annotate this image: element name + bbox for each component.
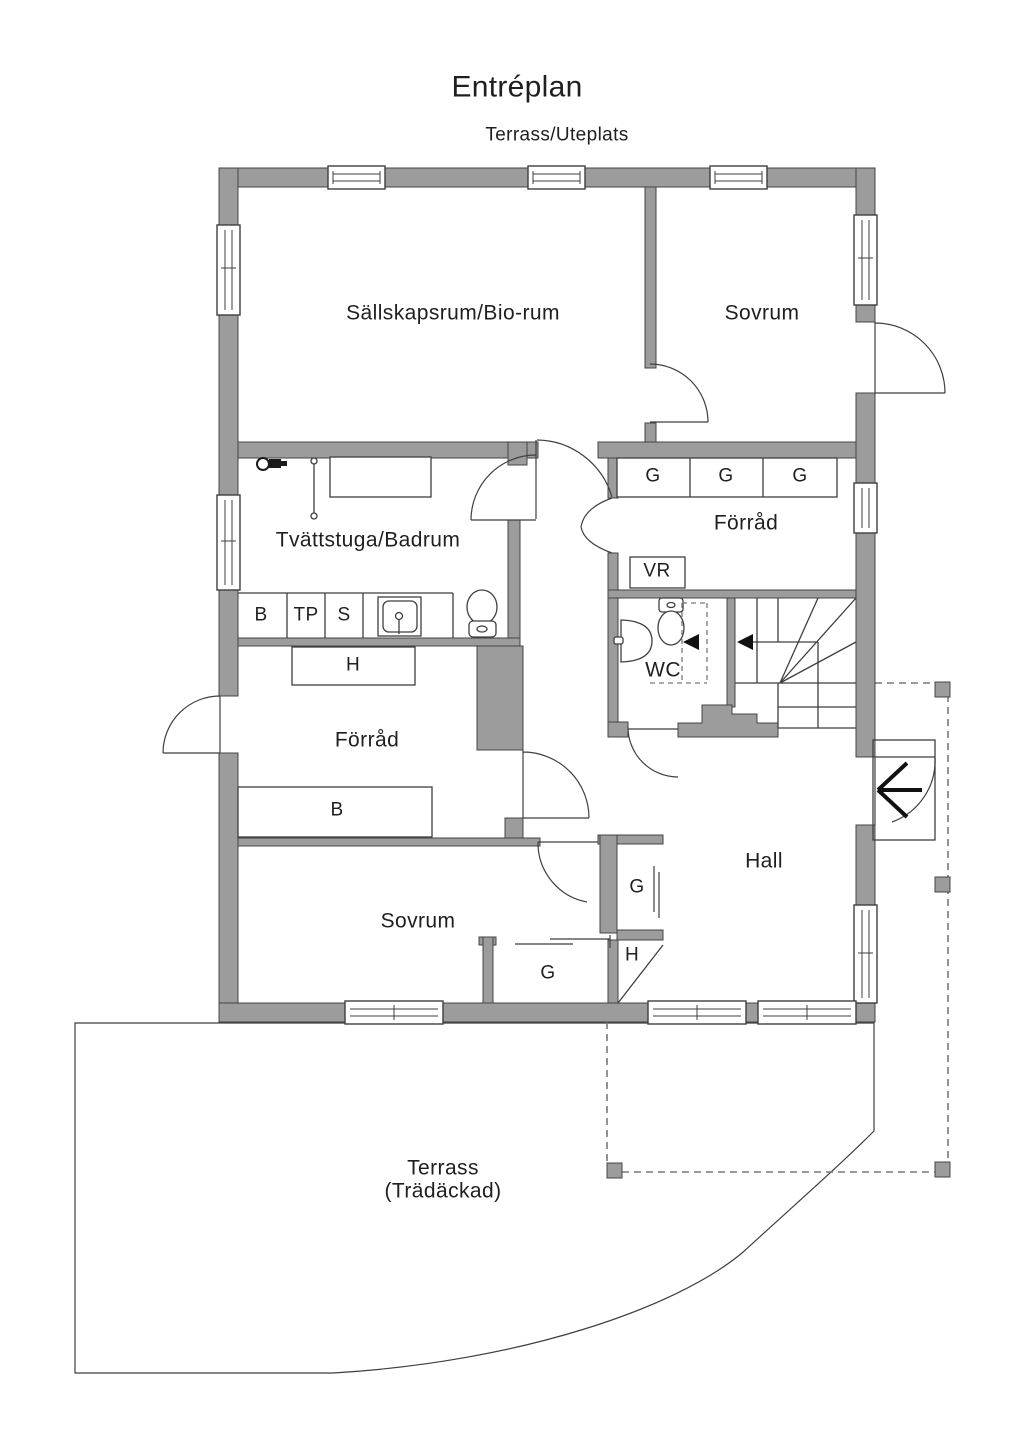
entry-door-swing-icon bbox=[874, 757, 936, 825]
room-label-sovrum-upper: Sovrum bbox=[724, 301, 800, 325]
outside-area-label: Terrass/Uteplats bbox=[485, 124, 629, 146]
window-icon bbox=[327, 165, 386, 190]
interior-walls bbox=[237, 186, 857, 1004]
entry-porch bbox=[872, 739, 936, 841]
closet-label-s: S bbox=[337, 604, 351, 626]
window-icon bbox=[853, 904, 878, 1004]
staircase bbox=[735, 597, 857, 729]
wc-dashed-area bbox=[650, 602, 708, 684]
door-swing-icon bbox=[537, 841, 598, 903]
bench-box-b bbox=[237, 786, 433, 838]
door-swing-icon bbox=[874, 322, 946, 394]
sink-icon bbox=[613, 619, 653, 663]
room-label-wc: WC bbox=[645, 658, 681, 682]
pergola-posts bbox=[606, 681, 951, 1179]
closet-label-g2: G bbox=[718, 465, 734, 487]
door-swing-icon bbox=[535, 439, 613, 519]
closet-label-tp: TP bbox=[293, 604, 319, 626]
window-icon bbox=[527, 165, 586, 190]
closet-label-b2: B bbox=[330, 799, 344, 821]
closet-label-h1: H bbox=[345, 654, 361, 676]
tap-icon bbox=[256, 457, 287, 471]
room-label-sallskapsrum: Sällskapsrum/Bio-rum bbox=[346, 301, 560, 325]
doors bbox=[162, 322, 946, 948]
room-label-terrass-2: (Trädäckad) bbox=[384, 1179, 502, 1203]
sink-icon bbox=[377, 596, 422, 637]
sliding-door-icon bbox=[515, 935, 611, 948]
entry-arrow-icon bbox=[876, 761, 922, 819]
closet-label-vr: VR bbox=[643, 560, 671, 582]
room-label-tvattstuga: Tvättstuga/Badrum bbox=[275, 528, 461, 552]
wardrobe-row bbox=[616, 457, 838, 498]
stair-direction-arrow-icon bbox=[737, 634, 753, 650]
window-icon bbox=[216, 224, 241, 316]
closet-label-h2: H bbox=[624, 944, 640, 966]
closet-label-g5: G bbox=[629, 876, 645, 898]
bathroom-bench bbox=[329, 456, 432, 498]
door-swing-icon bbox=[522, 750, 590, 819]
room-label-sovrum-lower: Sovrum bbox=[380, 909, 456, 933]
door-swing-icon bbox=[580, 497, 613, 554]
windows bbox=[216, 165, 878, 1025]
hall-closet-diagonal bbox=[617, 944, 664, 1004]
sliding-door-icon bbox=[653, 866, 660, 918]
page-title: Entréplan bbox=[451, 70, 583, 104]
window-icon bbox=[647, 1000, 747, 1025]
door-swing-icon bbox=[162, 695, 221, 754]
room-label-forrad-lower: Förråd bbox=[334, 728, 400, 752]
vr-box bbox=[629, 556, 686, 589]
door-swing-icon bbox=[649, 363, 709, 423]
toilet-icon bbox=[466, 589, 498, 638]
room-label-forrad-upper: Förråd bbox=[713, 511, 779, 535]
closet-label-g4: G bbox=[540, 962, 556, 984]
toilet-icon bbox=[657, 597, 685, 646]
closet-boxes bbox=[237, 456, 838, 1004]
closet-label-g1: G bbox=[645, 465, 661, 487]
entrance bbox=[872, 739, 936, 841]
closet-label-g3: G bbox=[792, 465, 808, 487]
window-icon bbox=[344, 1000, 444, 1025]
shelf-box-h bbox=[291, 646, 416, 686]
window-icon bbox=[853, 214, 878, 306]
window-icon bbox=[853, 482, 878, 534]
wc-direction-arrow-icon bbox=[683, 634, 699, 650]
window-icon bbox=[709, 165, 768, 190]
shower-rail-icon bbox=[310, 457, 318, 520]
laundry-counter-row bbox=[238, 592, 454, 638]
room-label-hall: Hall bbox=[745, 849, 783, 873]
window-icon bbox=[757, 1000, 857, 1025]
closet-label-b1: B bbox=[254, 604, 268, 626]
terrace-outline bbox=[74, 1022, 875, 1374]
window-icon bbox=[216, 494, 241, 591]
door-swing-icon bbox=[470, 454, 537, 521]
door-swing-icon bbox=[627, 726, 679, 778]
bathroom-fixtures bbox=[256, 457, 685, 663]
room-label-terrass-1: Terrass bbox=[407, 1156, 479, 1180]
